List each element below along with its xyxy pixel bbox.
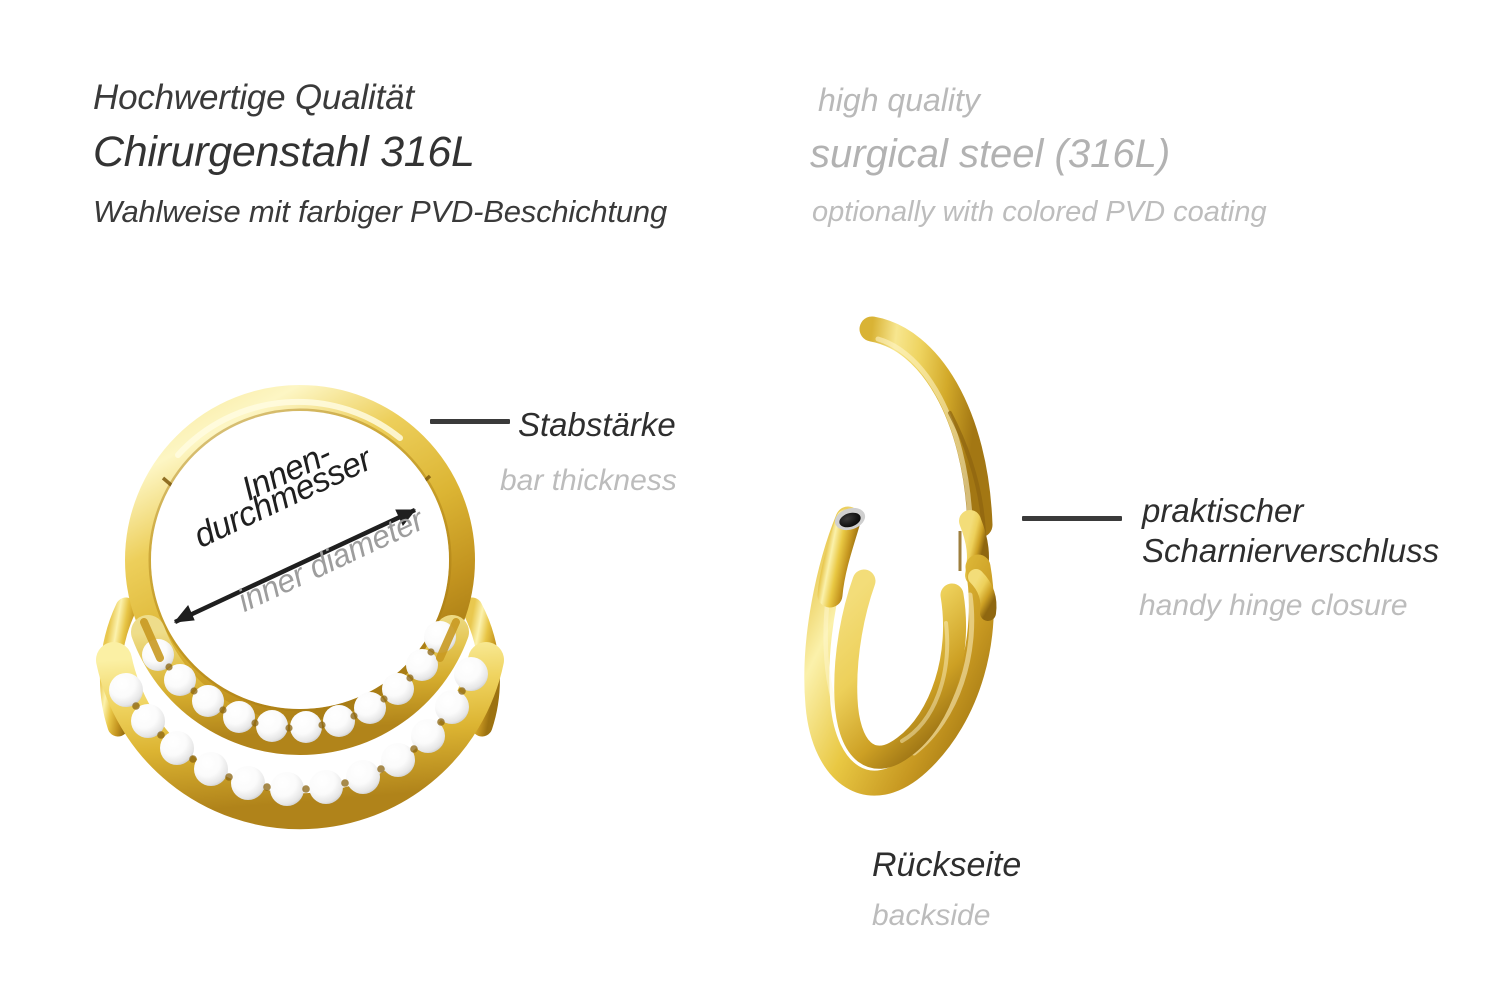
- backside-label-english: backside: [872, 899, 991, 932]
- hinge-label-german-line2: Scharnierverschluss: [1142, 532, 1440, 569]
- hinge-label-german-line1: praktischer: [1142, 492, 1304, 529]
- hinge-label-english: handy hinge closure: [1139, 589, 1408, 622]
- header-english-line2: surgical steel (316L): [810, 132, 1171, 176]
- crystal-arc-outer: [96, 642, 504, 830]
- bar-thickness-leader-line: [430, 419, 510, 424]
- inner-diameter-arrow: [173, 507, 417, 625]
- header-english-line3: optionally with colored PVD coating: [812, 196, 1267, 228]
- header-english-line1: high quality: [818, 82, 980, 118]
- hinge-leader-line: [1022, 516, 1122, 521]
- header-german-line2: Chirurgenstahl 316L: [93, 128, 475, 176]
- product-front-view: [96, 385, 504, 830]
- product-back-view-opened-hinge: [804, 316, 997, 796]
- header-german-line3: Wahlweise mit farbiger PVD-Beschichtung: [93, 194, 667, 229]
- bar-thickness-label-german: Stabstärke: [518, 406, 676, 443]
- crystal-arc-inner: [131, 615, 469, 755]
- header-german-line1: Hochwertige Qualität: [93, 78, 414, 117]
- backside-label-german: Rückseite: [872, 846, 1022, 884]
- bar-thickness-label-english: bar thickness: [500, 464, 677, 497]
